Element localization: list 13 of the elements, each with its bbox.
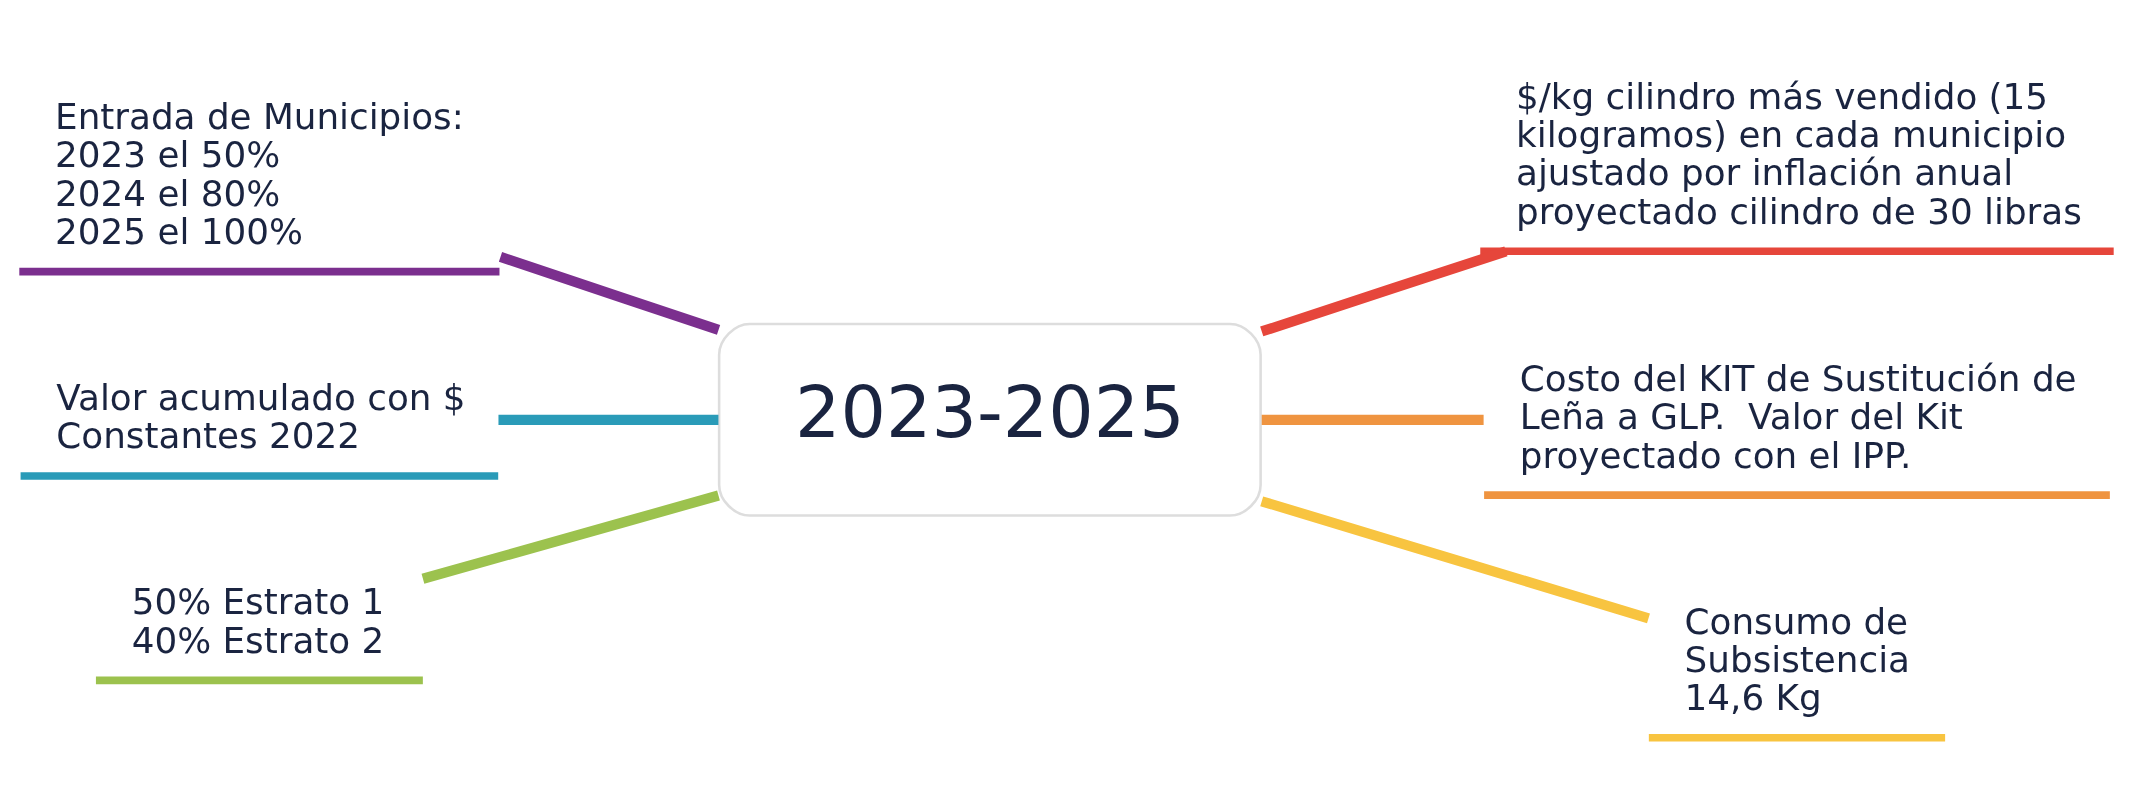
node-text: 50% Estrato 1 40% Estrato 2 [131, 581, 385, 661]
node-text: $/kg cilindro más vendido (15 kilogramos) en cada municipio ajustado por inflación anual proyectado cilindro de 30 libras [1516, 75, 2082, 232]
node-text: Costo del KIT de Sustitución de Leña a GLP. Valor del Kit proyectado con el IPP. [1519, 357, 2077, 476]
connector [498, 414, 719, 425]
connector [421, 490, 720, 584]
connector [1260, 496, 1650, 624]
node-box: 2023-2025 [717, 322, 1262, 517]
node-text: Consumo de Subsistencia 14,6 Kg [1684, 600, 1911, 719]
connector [1261, 414, 1484, 425]
connector [498, 252, 721, 335]
connector [1260, 246, 1508, 337]
node-text: Entrada de Municipios: 2023 el 50% 2024 el 80% 2025 el 100% [55, 96, 464, 253]
node-text: Valor acumulado con $ Constantes 2022 [56, 377, 466, 457]
